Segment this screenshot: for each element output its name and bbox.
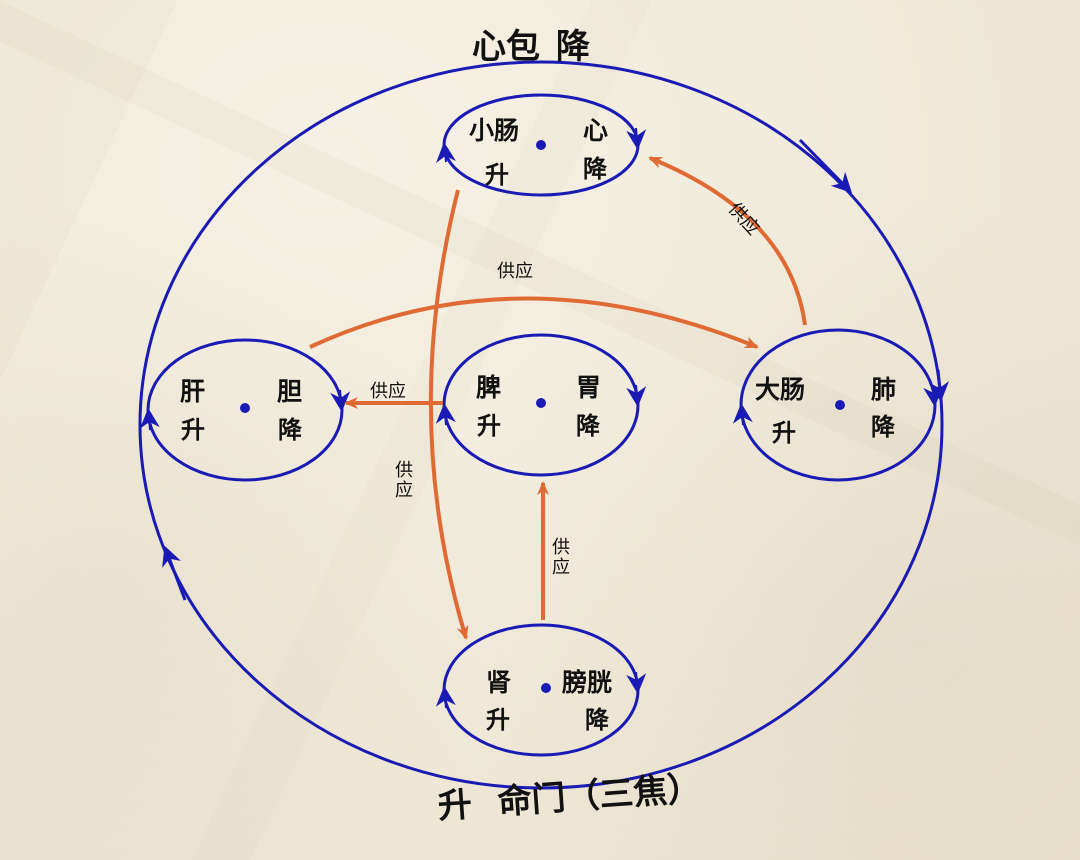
edge-center-to-left-label: 供应 xyxy=(370,381,406,402)
node-right-right-direction: 降 xyxy=(871,412,895,441)
node-right-ellipse xyxy=(732,328,944,482)
outer-arrow-right-icon xyxy=(929,369,950,402)
outer-top-label: 心包 降 xyxy=(472,30,590,64)
node-center-right-organ: 胃 xyxy=(576,373,602,402)
node-top-left-direction: 升 xyxy=(485,160,509,189)
node-top-right-organ: 心 xyxy=(583,116,609,145)
outer-arrow-left-icon xyxy=(162,545,187,601)
node-center-left-direction: 升 xyxy=(477,411,501,440)
node-right-left-organ: 大肠 xyxy=(755,375,806,404)
edge-top-to-bottom-arrow xyxy=(428,189,469,640)
node-top-left-organ: 小肠 xyxy=(469,116,520,145)
node-bottom-right-direction: 降 xyxy=(585,705,609,734)
edge-left-to-right-label: 供应 xyxy=(497,261,533,282)
node-right-left-direction: 升 xyxy=(772,418,796,447)
pericardium-label: 心包 xyxy=(472,27,540,67)
pericardium-direction: 降 xyxy=(555,27,590,67)
node-bottom-left-organ: 肾 xyxy=(486,668,512,697)
node-left-right-direction: 降 xyxy=(278,415,302,444)
node-bottom-left-direction: 升 xyxy=(486,705,510,734)
mingmen-direction: 升 xyxy=(436,784,474,827)
edge-top-to-bottom-label: 供应 xyxy=(392,460,413,500)
node-left-right-organ: 胆 xyxy=(277,377,303,406)
node-left-left-direction: 升 xyxy=(181,415,205,444)
node-center-right-direction: 降 xyxy=(576,411,600,440)
node-center-left-organ: 脾 xyxy=(476,373,502,402)
node-center-ellipse xyxy=(435,333,647,477)
node-top-ellipse xyxy=(436,93,647,197)
outer-cycle-ellipse xyxy=(138,60,944,790)
edge-left-to-right-arrow xyxy=(309,296,759,349)
node-left-left-organ: 肝 xyxy=(180,377,206,406)
node-right-right-organ: 肺 xyxy=(871,375,897,404)
edge-bottom-to-center-label: 供应 xyxy=(549,537,570,577)
edge-right-to-top-arrow xyxy=(648,156,807,326)
node-bottom-ellipse xyxy=(435,623,647,757)
node-bottom-right-organ: 膀胱 xyxy=(562,668,613,697)
node-top-right-direction: 降 xyxy=(583,154,607,183)
outer-arrow-top-right-icon xyxy=(798,138,852,194)
node-left-ellipse xyxy=(139,338,351,482)
